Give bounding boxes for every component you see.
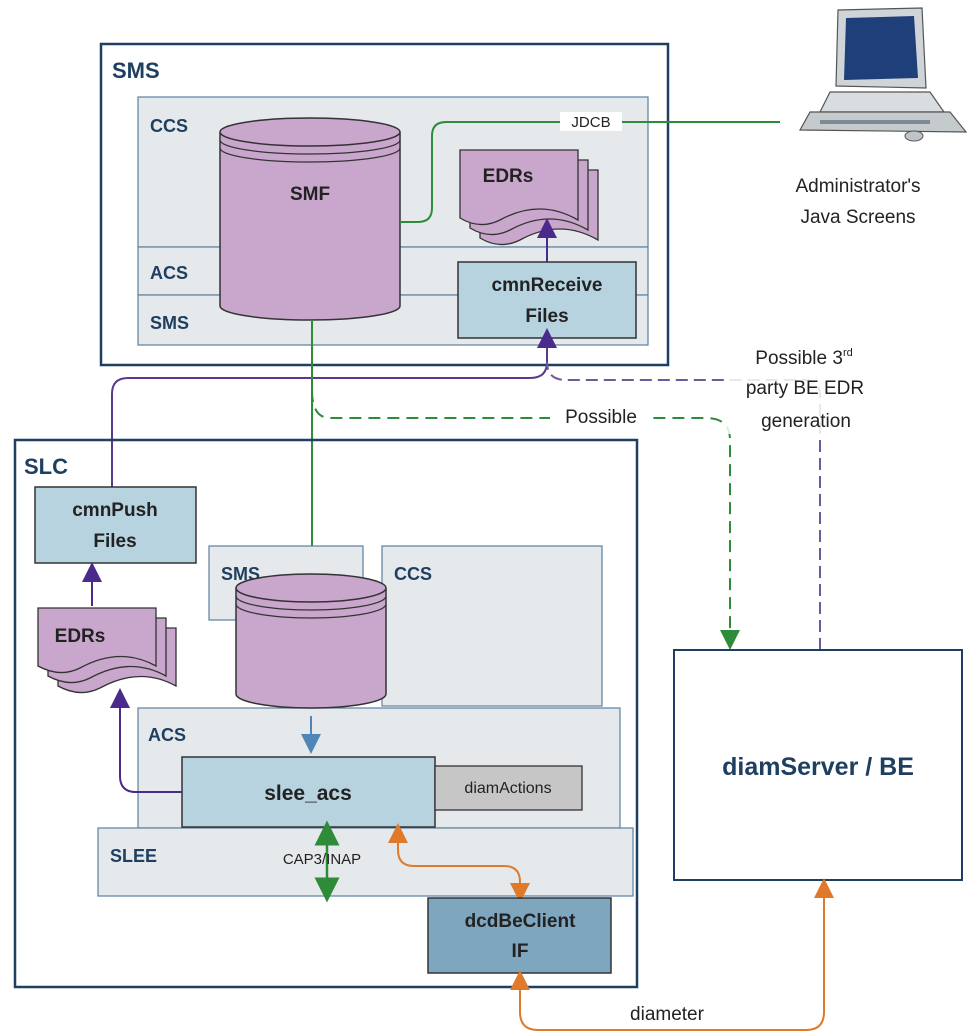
cap3-inap-label: CAP3/INAP — [283, 851, 361, 868]
dcd-label-line2: IF — [512, 941, 529, 962]
ccs-layer-label: CCS — [150, 116, 188, 136]
slc-database — [235, 573, 387, 709]
diameter-connection — [510, 878, 834, 1031]
push-to-receive-connection — [111, 328, 557, 487]
slc-edrs-label: EDRs — [55, 626, 106, 647]
jdcb-connection: JDCB — [400, 112, 780, 223]
diam-actions-box: diamActions — [434, 765, 583, 811]
sms-block: SMS CCS ACS SMS SMF EDRs — [99, 42, 670, 367]
diam-server-be-box: diamServer / BE — [673, 649, 963, 881]
diam-actions-label: diamActions — [464, 780, 551, 797]
slc-ccs-label: CCS — [394, 564, 432, 584]
admin-label-line1: Administrator's — [795, 176, 920, 197]
slc-ccs-layer: CCS — [381, 545, 603, 707]
sms-edrs-documents: EDRs — [459, 149, 599, 246]
cmn-push-files-box: cmnPush Files — [34, 486, 197, 564]
diameter-label: diameter — [630, 1004, 705, 1025]
receive-files-line2: Files — [525, 306, 568, 327]
slee-acs-to-edrs-arrow — [110, 688, 182, 793]
slee-layer: SLEE — [97, 827, 634, 897]
slc-edrs-documents: EDRs — [37, 607, 177, 694]
admin-label-line2: Java Screens — [800, 207, 915, 228]
slee-acs-box: slee_acs — [181, 756, 436, 828]
possible-label: Possible — [565, 407, 637, 428]
smf-database: SMF — [219, 117, 401, 321]
slee-label: SLEE — [110, 846, 157, 866]
third-party-label-line2: party BE EDR — [746, 378, 864, 399]
jdcb-label: JDCB — [571, 114, 610, 131]
cmn-receive-files-box: cmnReceive Files — [457, 261, 637, 339]
diam-server-label: diamServer / BE — [722, 753, 914, 781]
slc-block: SLC cmnPush Files EDRs SMS CCS ACS — [13, 438, 639, 989]
slee-acs-to-dcd-arrow — [388, 823, 530, 903]
push-files-line1: cmnPush — [72, 500, 158, 521]
push-files-line2: Files — [93, 531, 136, 552]
sms-block-title: SMS — [112, 58, 160, 83]
smf-label: SMF — [290, 184, 330, 205]
sms-layer-label: SMS — [150, 313, 189, 333]
slc-block-title: SLC — [24, 454, 68, 479]
slc-acs-label: ACS — [148, 725, 186, 745]
dcd-label-line1: dcdBeClient — [465, 911, 577, 932]
computer-icon — [798, 7, 967, 142]
dcd-be-client-box: dcdBeClient IF — [427, 897, 612, 974]
third-party-label-line1: Possible 3rd — [755, 347, 852, 369]
sms-edrs-label: EDRs — [483, 166, 534, 187]
acs-layer-label: ACS — [150, 263, 188, 283]
third-party-label-line3: generation — [761, 411, 851, 432]
slee-acs-label: slee_acs — [264, 782, 352, 805]
receive-files-line1: cmnReceive — [492, 275, 603, 296]
